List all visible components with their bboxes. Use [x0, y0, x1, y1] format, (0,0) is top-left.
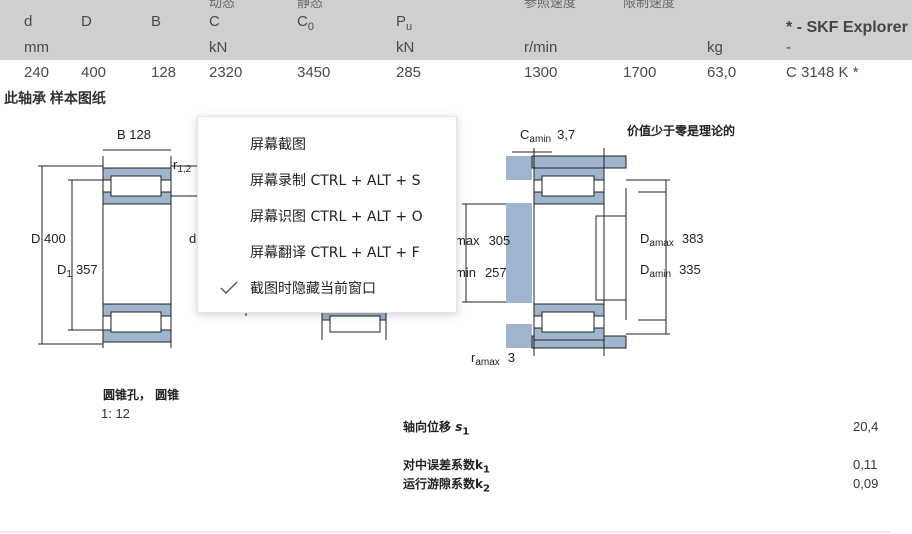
- value-C: 2320: [209, 64, 243, 81]
- column-header-Pu: Pu: [396, 13, 413, 33]
- column-group-limiting-speed: 限制速度: [623, 0, 676, 10]
- unit-designation: -: [786, 39, 791, 56]
- misalignment-factor-value: 0,11: [853, 457, 878, 472]
- label-d: d: [189, 231, 196, 246]
- menu-item-screen-record[interactable]: 屏幕录制 CTRL + ALT + S: [250, 173, 421, 189]
- clearance-factor-label: 运行游隙系数k2: [403, 477, 490, 495]
- column-header-d: d: [24, 13, 33, 30]
- clearance-factor-value: 0,09: [853, 476, 879, 491]
- axial-displacement-label: 轴向位移 s1: [403, 420, 470, 438]
- menu-item-screen-ocr[interactable]: 屏幕识图 CTRL + ALT + O: [250, 209, 423, 225]
- taper-bore-note: 圆锥孔， 圆锥: [103, 388, 180, 402]
- bottom-divider: [0, 531, 890, 533]
- value-C0: 3450: [297, 64, 331, 81]
- column-header-D: D: [81, 13, 92, 30]
- value-B: 128: [151, 64, 177, 81]
- axial-displacement-value: 20,4: [853, 419, 879, 434]
- value-limiting-speed: 1700: [623, 64, 657, 81]
- checkmark-icon: [220, 281, 238, 294]
- column-group-static: 静态: [297, 0, 324, 10]
- taper-ratio: 1: 12: [101, 406, 130, 421]
- unit-kN-C: kN: [209, 39, 228, 56]
- menu-item-hide-window[interactable]: 截图时隐藏当前窗口: [250, 281, 376, 297]
- column-group-reference-speed: 参照速度: [524, 0, 577, 10]
- theoretical-value-note: 价值少于零是理论的: [627, 123, 735, 138]
- column-header-C0: C0: [297, 13, 314, 33]
- value-d: 240: [24, 64, 50, 81]
- skf-explorer-legend: * - SKF Explorer 轴承: [786, 19, 912, 36]
- column-header-C: C: [209, 13, 220, 30]
- unit-mm: mm: [24, 39, 49, 56]
- table-header-band: [0, 0, 912, 60]
- column-header-B: B: [151, 13, 162, 30]
- screenshot-context-menu: 屏幕截图 屏幕录制 CTRL + ALT + S 屏幕识图 CTRL + ALT…: [197, 116, 457, 313]
- label-B: B 128: [117, 127, 151, 142]
- right-mounting-section: [462, 148, 670, 356]
- value-D: 400: [81, 64, 107, 81]
- menu-item-screen-translate[interactable]: 屏幕翻译 CTRL + ALT + F: [250, 245, 420, 261]
- value-reference-speed: 1300: [524, 64, 558, 81]
- value-designation: C 3148 K *: [786, 64, 859, 81]
- unit-kg: kg: [707, 39, 723, 56]
- label-D: D 400: [31, 231, 66, 246]
- menu-item-screenshot[interactable]: 屏幕截图: [250, 137, 306, 153]
- value-mass: 63,0: [707, 64, 737, 81]
- unit-kN-Pu: kN: [396, 39, 415, 56]
- drawing-section-title: 此轴承 样本图纸: [4, 90, 106, 106]
- unit-speed: r/min: [524, 39, 558, 56]
- left-cross-section: [38, 149, 247, 348]
- label-r12: r1,2: [173, 157, 192, 175]
- value-Pu: 285: [396, 64, 422, 81]
- misalignment-factor-label: 对中误差系数k1: [403, 458, 490, 476]
- column-group-dynamic: 动态: [209, 0, 236, 10]
